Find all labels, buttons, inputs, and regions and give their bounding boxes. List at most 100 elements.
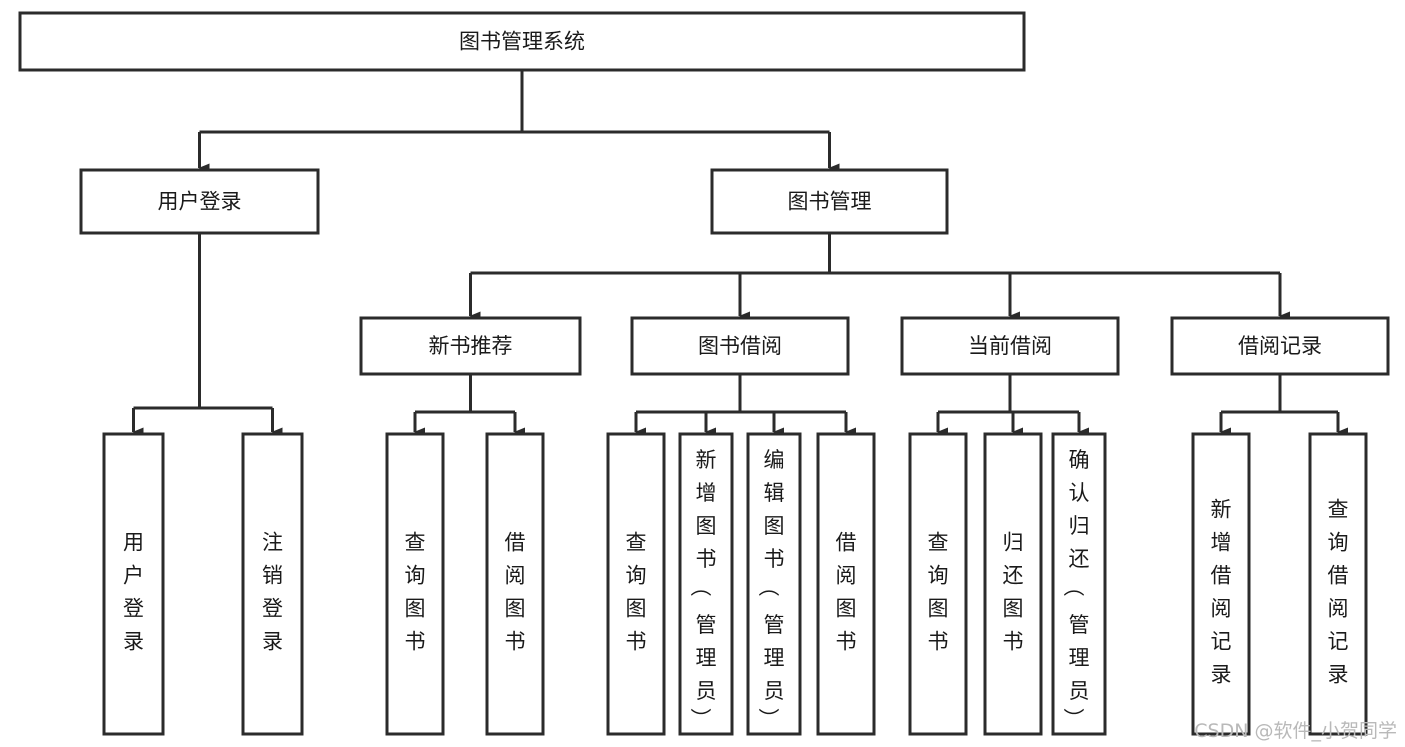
node-leaf-borrow-books-rec-label-char: 图 bbox=[505, 597, 526, 621]
node-leaf-query-books-rec-label-char: 查 bbox=[405, 531, 426, 555]
node-leaf-confirm-return-admin-box bbox=[1051, 432, 1107, 736]
node-leaf-edit-book-admin-label-char: 管 bbox=[764, 613, 785, 637]
node-leaf-add-book-admin-label-char: 理 bbox=[696, 646, 717, 670]
node-root-root-label: 图书管理系统 bbox=[459, 30, 585, 54]
node-leaf-user-logout-label-char: 销 bbox=[262, 564, 283, 588]
node-leaf-user-login-label-char: 登 bbox=[123, 597, 144, 621]
node-leaf-query-books-current-label-char: 询 bbox=[928, 564, 949, 588]
node-leaf-user-logout-label-char: 登 bbox=[262, 597, 283, 621]
node-leaf-edit-book-admin-label-char: （ bbox=[756, 576, 780, 597]
node-borrow-records[interactable]: 借阅记录 bbox=[1170, 316, 1390, 376]
node-leaf-add-borrow-record-label-char: 录 bbox=[1211, 663, 1232, 687]
node-leaf-borrow-books-rec-box bbox=[485, 432, 545, 736]
node-leaf-add-borrow-record[interactable]: 新增借阅记录新增借阅记录 bbox=[0, 0, 1251, 736]
node-leaf-query-books-borrow-box bbox=[606, 432, 666, 736]
node-leaf-user-logout-label-char: 注 bbox=[262, 531, 283, 555]
node-leaf-confirm-return-admin-label-char: 认 bbox=[1069, 481, 1090, 505]
node-leaf-user-logout-box bbox=[241, 432, 304, 736]
node-leaf-borrow-books-rec-label-char: 阅 bbox=[505, 564, 526, 588]
node-borrow-records-label: 借阅记录 bbox=[1238, 334, 1322, 358]
node-leaf-query-borrow-record-label-char: 查 bbox=[1328, 498, 1349, 522]
node-current-borrow-box bbox=[900, 316, 1120, 376]
node-leaf-borrow-book-label-char: 图 bbox=[836, 597, 857, 621]
node-leaf-query-books-current-box bbox=[908, 432, 968, 736]
node-leaf-edit-book-admin-label-char: 图 bbox=[764, 514, 785, 538]
node-leaf-add-borrow-record-label-char: 增 bbox=[1211, 531, 1232, 555]
node-leaf-query-books-borrow[interactable]: 查询图书查询图书 bbox=[0, 0, 666, 736]
node-leaf-borrow-book-label-char: 阅 bbox=[836, 564, 857, 588]
node-leaf-borrow-book-label-char: 借 bbox=[836, 531, 857, 555]
node-leaf-user-login-label-char: 录 bbox=[123, 630, 144, 654]
node-leaf-query-borrow-record-label-char: 阅 bbox=[1328, 597, 1349, 621]
node-leaf-add-borrow-record-label-char: 阅 bbox=[1211, 597, 1232, 621]
node-new-book-recommend-label: 新书推荐 bbox=[429, 334, 513, 358]
node-leaf-borrow-book-box bbox=[816, 432, 876, 736]
node-leaf-return-book-label-char: 书 bbox=[1003, 630, 1024, 654]
node-leaf-query-books-borrow-label-char: 查 bbox=[626, 531, 647, 555]
node-leaf-user-login-label-char: 用 bbox=[123, 531, 144, 555]
node-leaf-edit-book-admin-label-char: 员 bbox=[764, 679, 785, 703]
node-book-management-label: 图书管理 bbox=[788, 190, 872, 214]
node-leaf-borrow-book[interactable]: 借阅图书借阅图书 bbox=[0, 0, 876, 736]
node-leaf-edit-book-admin-label-char: 编 bbox=[764, 448, 785, 472]
node-leaf-add-book-admin-label-char: 增 bbox=[696, 481, 717, 505]
node-book-management-box bbox=[710, 168, 949, 235]
node-leaf-user-login[interactable]: 用户登录用户登录 bbox=[0, 0, 165, 736]
node-borrow-records-box bbox=[1170, 316, 1390, 376]
node-leaf-query-books-rec-label-char: 书 bbox=[405, 630, 426, 654]
node-new-book-recommend[interactable]: 新书推荐 bbox=[359, 316, 582, 376]
node-leaf-query-books-borrow-label-char: 图 bbox=[626, 597, 647, 621]
node-leaf-confirm-return-admin-label-char: 理 bbox=[1069, 646, 1090, 670]
node-leaf-query-books-borrow-label-char: 询 bbox=[626, 564, 647, 588]
node-leaf-add-book-admin-label-char: 管 bbox=[696, 613, 717, 637]
node-book-borrow[interactable]: 图书借阅 bbox=[630, 316, 850, 376]
node-book-borrow-label: 图书借阅 bbox=[698, 334, 782, 358]
node-root-root-box bbox=[18, 11, 1026, 72]
node-leaf-add-borrow-record-box bbox=[1191, 432, 1251, 736]
node-book-management[interactable]: 图书管理 bbox=[710, 168, 949, 235]
node-leaf-query-borrow-record[interactable]: 查询借阅记录查询借阅记录 bbox=[0, 0, 1368, 736]
node-leaf-query-books-rec-label-char: 图 bbox=[405, 597, 426, 621]
node-leaf-return-book-label-char: 还 bbox=[1003, 564, 1024, 588]
node-leaf-confirm-return-admin-label-char: ） bbox=[1061, 708, 1085, 729]
node-user-login[interactable]: 用户登录 bbox=[79, 168, 320, 235]
node-leaf-query-books-current-label-char: 查 bbox=[928, 531, 949, 555]
node-leaf-edit-book-admin-label-char: 理 bbox=[764, 646, 785, 670]
node-leaf-add-borrow-record-label-char: 新 bbox=[1211, 498, 1232, 522]
node-leaf-query-borrow-record-box bbox=[1308, 432, 1368, 736]
node-leaf-borrow-books-rec-label-char: 借 bbox=[505, 531, 526, 555]
node-leaf-add-book-admin-label-char: 图 bbox=[696, 514, 717, 538]
node-leaf-edit-book-admin-box bbox=[746, 432, 802, 736]
node-current-borrow[interactable]: 当前借阅 bbox=[900, 316, 1120, 376]
node-user-login-label: 用户登录 bbox=[158, 190, 242, 214]
node-leaf-edit-book-admin-label-char: 辑 bbox=[764, 481, 785, 505]
node-leaf-add-book-admin-label-char: （ bbox=[688, 576, 712, 597]
node-leaf-user-logout[interactable]: 注销登录注销登录 bbox=[0, 0, 304, 736]
node-leaf-user-login-box bbox=[102, 432, 165, 736]
node-leaf-return-book-box bbox=[983, 432, 1043, 736]
node-leaf-edit-book-admin-label-char: 书 bbox=[764, 547, 785, 571]
node-leaf-add-book-admin-label-char: 员 bbox=[696, 679, 717, 703]
node-leaf-return-book-label-char: 归 bbox=[1003, 531, 1024, 555]
node-leaf-confirm-return-admin-label-char: 归 bbox=[1069, 514, 1090, 538]
connector-layer bbox=[132, 70, 1348, 437]
node-book-borrow-box bbox=[630, 316, 850, 376]
node-leaf-edit-book-admin-label-char: ） bbox=[756, 708, 780, 729]
node-leaf-confirm-return-admin-label-char: 管 bbox=[1069, 613, 1090, 637]
node-leaf-return-book[interactable]: 归还图书归还图书 bbox=[0, 0, 1043, 736]
node-leaf-query-books-rec[interactable]: 查询图书查询图书 bbox=[0, 0, 445, 736]
node-leaf-query-books-current-label-char: 图 bbox=[928, 597, 949, 621]
node-leaf-query-books-borrow-label-char: 书 bbox=[626, 630, 647, 654]
node-root-root[interactable]: 图书管理系统 bbox=[18, 11, 1026, 72]
node-leaf-borrow-books-rec[interactable]: 借阅图书借阅图书 bbox=[0, 0, 545, 736]
node-leaf-query-borrow-record-label-char: 借 bbox=[1328, 564, 1349, 588]
node-current-borrow-label: 当前借阅 bbox=[968, 334, 1052, 358]
node-leaf-add-borrow-record-label-char: 借 bbox=[1211, 564, 1232, 588]
node-leaf-query-books-current[interactable]: 查询图书查询图书 bbox=[0, 0, 968, 736]
node-leaf-user-login-label-char: 户 bbox=[123, 564, 144, 588]
node-leaf-add-book-admin-label-char: 新 bbox=[696, 448, 717, 472]
